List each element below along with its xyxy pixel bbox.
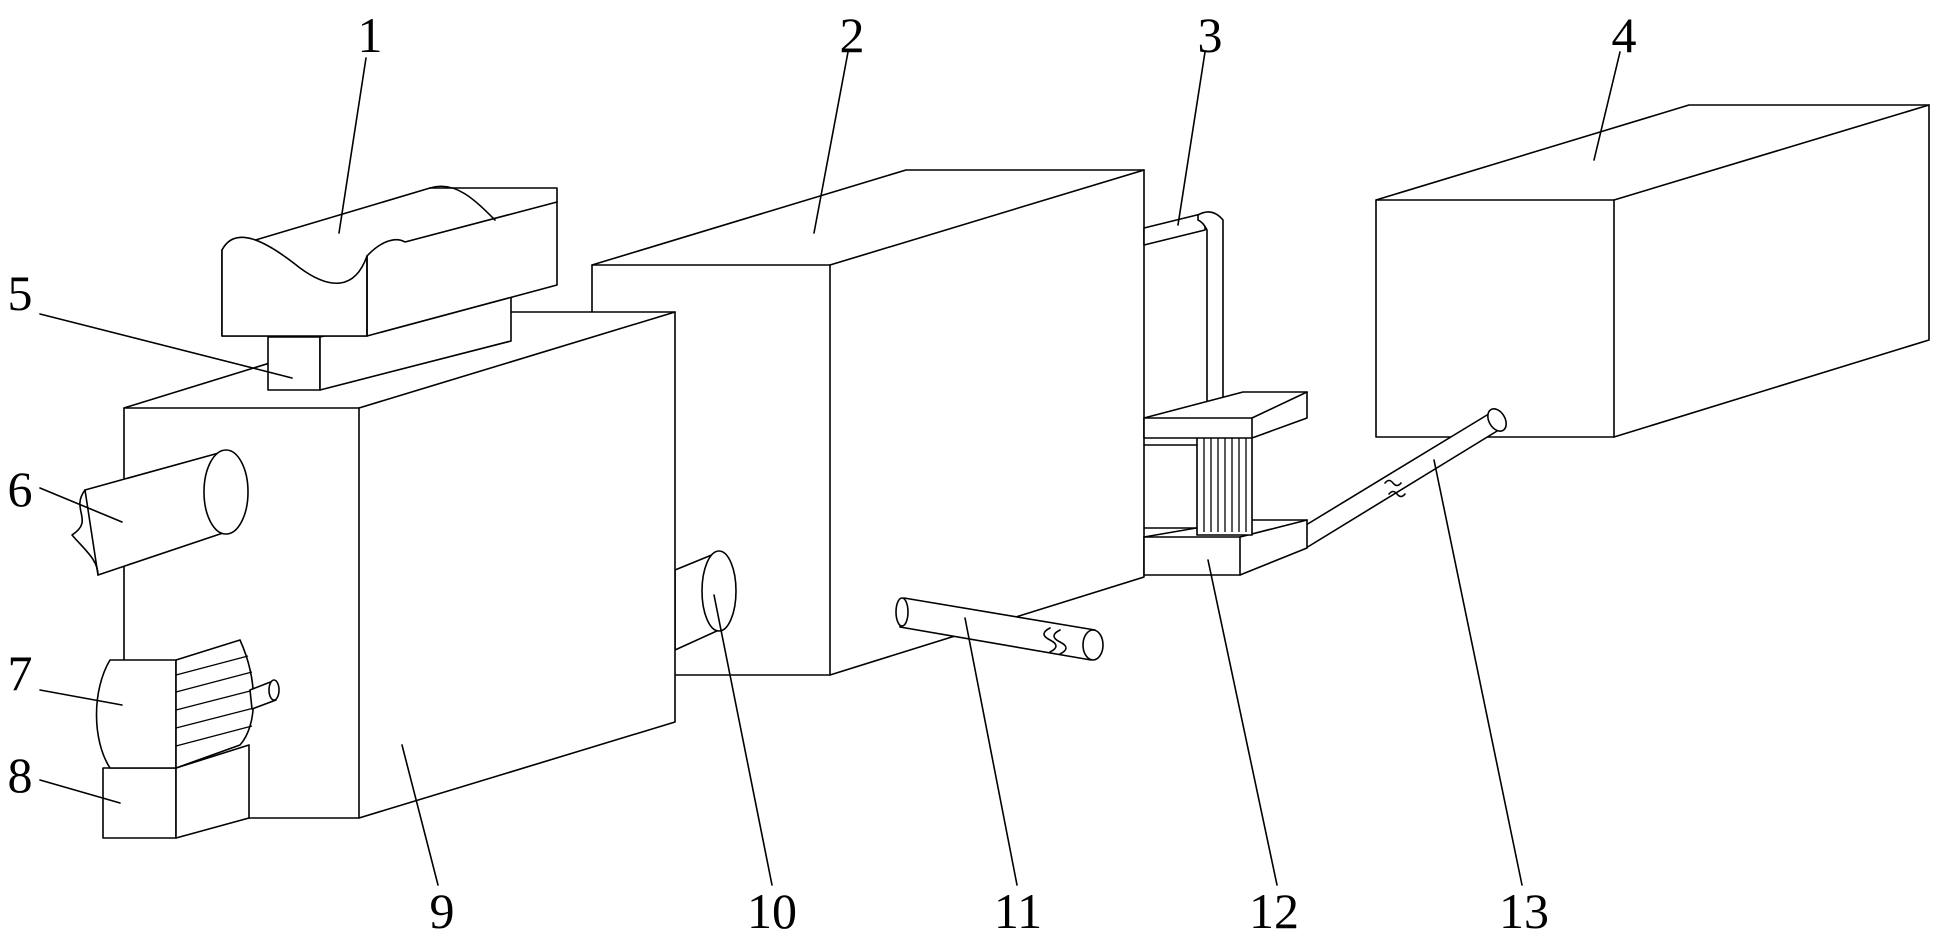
label-1: 1: [358, 7, 383, 63]
leader-lines: [39, 51, 1621, 886]
component-3-pipe: [1143, 211, 1224, 410]
label-3: 3: [1198, 7, 1223, 63]
component-4-box: [1375, 104, 1930, 438]
part-labels: 1 2 3 4 5 6 7 8 9 10 11 12 13: [8, 7, 1637, 939]
label-6: 6: [8, 461, 33, 517]
label-5: 5: [8, 265, 33, 321]
component-7-motor: [95, 639, 280, 769]
component-5-post: [267, 292, 512, 391]
component-6-pipe: [71, 449, 249, 576]
component-12-bracket: [1143, 391, 1308, 576]
label-11: 11: [994, 883, 1042, 939]
label-13: 13: [1499, 883, 1549, 939]
component-13-pipe: [1305, 408, 1507, 549]
label-10: 10: [747, 883, 797, 939]
label-8: 8: [8, 747, 33, 803]
label-2: 2: [840, 7, 865, 63]
component-8-base: [102, 744, 250, 839]
label-9: 9: [430, 883, 455, 939]
component-1-hopper: [221, 185, 558, 337]
component-10-pipe: [674, 550, 737, 651]
label-4: 4: [1612, 7, 1637, 63]
label-12: 12: [1249, 883, 1299, 939]
component-11-pipe: [895, 597, 1104, 661]
label-7: 7: [8, 645, 33, 701]
